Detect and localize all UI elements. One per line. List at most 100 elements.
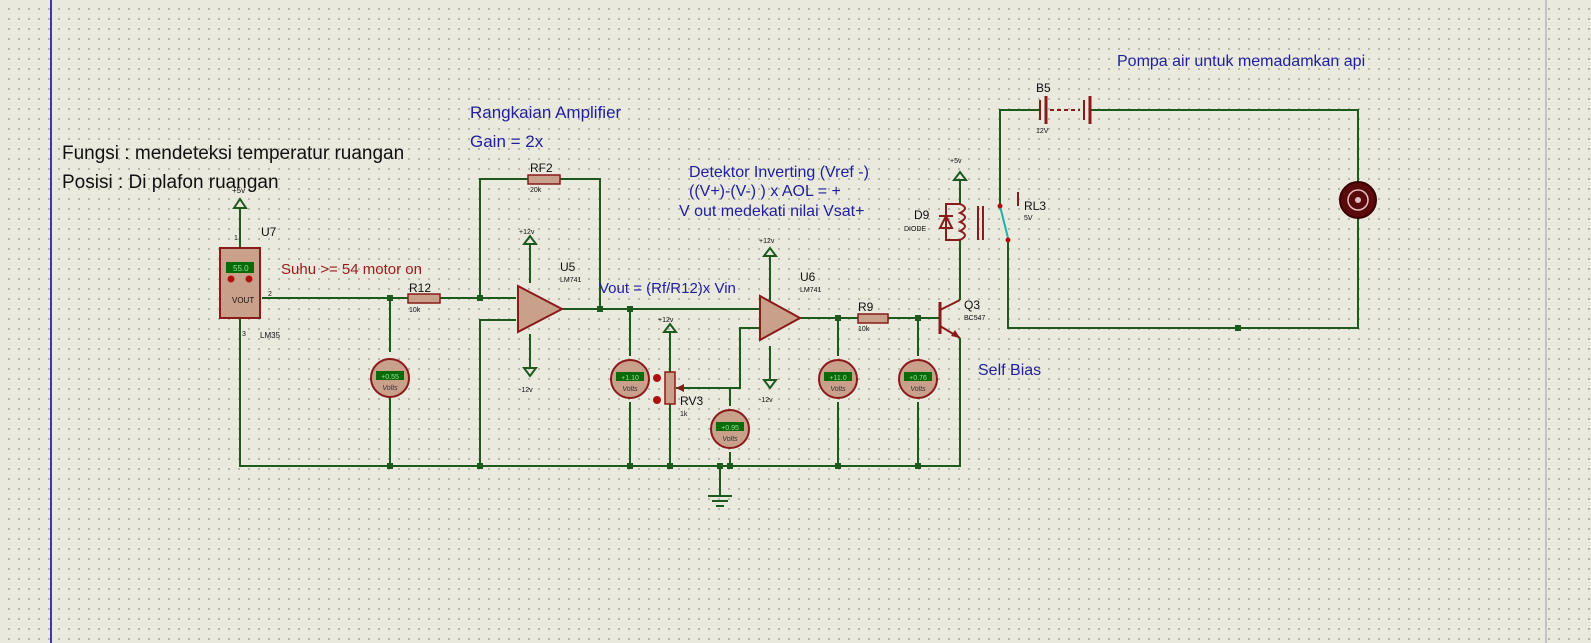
d9-ref-label: D9 xyxy=(914,208,930,222)
u5-ref-label: U5 xyxy=(560,260,576,274)
d9-supply-arrow-icon xyxy=(952,170,968,181)
rv3-down-button-icon xyxy=(653,396,661,404)
u6-part-label: LM741 xyxy=(800,287,822,294)
u5-vpos-label: +12v xyxy=(519,229,535,236)
resistor-r9[interactable] xyxy=(857,313,889,324)
rv3-ref-label: RV3 xyxy=(680,394,703,408)
voltmeter-2-unit: Volts xyxy=(622,386,638,393)
voltmeter-4-reading: +11.0 xyxy=(829,375,846,382)
u6-ref-label: U6 xyxy=(800,270,816,284)
u7-button-right-icon xyxy=(245,275,253,283)
u6-vpos-label: +12v xyxy=(759,238,775,245)
b5-ref-label: B5 xyxy=(1036,81,1051,95)
pump-motor-icon[interactable] xyxy=(1339,181,1377,219)
rv3-supply-label: +12v xyxy=(658,317,674,324)
u5-vpos-arrow-icon xyxy=(522,234,538,245)
u5-vneg-arrow-icon xyxy=(522,367,538,378)
rv3-supply-arrow-icon xyxy=(662,322,678,333)
voltmeter-4-unit: Volts xyxy=(830,386,846,393)
r9-value-label: 10k xyxy=(858,326,870,333)
wire-feedback-right xyxy=(560,178,601,309)
d9-leads xyxy=(945,203,960,241)
wire-rv3-wiper-u6 xyxy=(676,327,760,389)
voltmeter-5-reading: +0.76 xyxy=(909,375,927,382)
wire-battery-left xyxy=(999,109,1040,204)
transistor-q3[interactable] xyxy=(938,299,961,339)
voltmeter-5-display xyxy=(904,372,932,381)
rl3-contact-common-icon xyxy=(997,203,1003,209)
voltmeter-1-unit: Volts xyxy=(382,385,398,392)
u7-pin-label: VOUT xyxy=(232,296,254,305)
rf2-ref-label: RF2 xyxy=(530,161,553,175)
voltmeter-2[interactable] xyxy=(610,359,650,399)
voltmeter-1[interactable] xyxy=(370,358,410,398)
u7-supply-arrow-icon xyxy=(232,197,248,209)
rf2-value-label: 20k xyxy=(530,187,542,194)
junction-dots xyxy=(387,295,1241,469)
self-bias-note: Self Bias xyxy=(978,362,1041,379)
wire-feedback-left xyxy=(479,178,528,298)
r12-ref-label: R12 xyxy=(409,281,431,295)
rv3-wiper-icon xyxy=(676,384,684,392)
rl3-ref-label: RL3 xyxy=(1024,199,1046,213)
q3-part-label: BC547 xyxy=(964,315,986,322)
wire-battery-right xyxy=(1090,109,1359,182)
voltmeter-4[interactable] xyxy=(818,359,858,399)
temperature-threshold-note: Suhu >= 54 motor on xyxy=(281,261,422,278)
ground-icon xyxy=(708,495,732,507)
wire-ground-bus xyxy=(239,316,961,467)
u7-display xyxy=(226,262,254,273)
rl3-coil xyxy=(957,203,966,241)
position-note: Posisi : Di plafon ruangan xyxy=(62,172,279,193)
voltmeter-3[interactable] xyxy=(710,409,750,449)
voltmeter-2-reading: +1.10 xyxy=(621,375,639,382)
r9-ref-label: R9 xyxy=(858,300,874,314)
q3-emitter-arrow-icon xyxy=(951,330,960,338)
u6-triangle xyxy=(759,294,803,342)
sensor-u7[interactable] xyxy=(219,197,261,319)
potentiometer-rv3[interactable] xyxy=(653,322,684,405)
rv3-up-button-icon xyxy=(653,374,661,382)
r12-value-label: 10k xyxy=(409,307,421,314)
diode-d9[interactable] xyxy=(938,170,968,241)
wire-u5-plus-gnd xyxy=(479,319,516,466)
voltmeter-1-reading: +0.55 xyxy=(381,374,399,381)
wire-motor-return xyxy=(1007,218,1359,329)
u7-pin1: 1 xyxy=(234,235,238,242)
voltmeter-5[interactable] xyxy=(898,359,938,399)
detector-note-line1: Detektor Inverting (Vref -) xyxy=(689,164,869,181)
b5-value-label: 12V xyxy=(1036,128,1049,135)
u7-part-label: LM35 xyxy=(260,331,281,340)
rl3-value-label: 5V xyxy=(1024,215,1033,222)
u7-button-left-icon xyxy=(227,275,235,283)
function-note: Fungsi : mendeteksi temperatur ruangan xyxy=(62,143,404,164)
detector-note-line2: ((V+)-(V-) ) x AOL = + xyxy=(689,183,841,200)
amplifier-gain: Gain = 2x xyxy=(470,132,544,151)
voltmeter-2-display xyxy=(616,372,644,381)
u5-triangle xyxy=(517,284,565,334)
voltmeter-3-reading: +0.95 xyxy=(721,425,739,432)
u7-body xyxy=(219,247,261,319)
battery-b5[interactable] xyxy=(1039,96,1092,124)
d9-triangle xyxy=(938,213,954,229)
u6-vneg-label: -12v xyxy=(759,397,773,404)
voltmeter-1-display xyxy=(376,371,404,380)
u6-vneg-arrow-icon xyxy=(762,379,778,390)
relay-rl3[interactable] xyxy=(957,192,1019,243)
u6-vpos-arrow-icon xyxy=(762,246,778,257)
rl3-switch-arm xyxy=(999,205,1009,239)
resistor-r12[interactable] xyxy=(407,293,441,304)
d9-part-label: DIODE xyxy=(904,226,927,233)
rv3-value-label: 1k xyxy=(680,411,688,418)
u7-pin3: 3 xyxy=(242,331,246,338)
d9-supply-label: +5v xyxy=(950,158,962,165)
u5-vneg-label: -12v xyxy=(519,387,533,394)
u7-pin2: 2 xyxy=(268,291,272,298)
pump-title: Pompa air untuk memadamkan api xyxy=(1117,53,1365,70)
opamp-u5[interactable] xyxy=(517,234,565,378)
resistor-rf2[interactable] xyxy=(527,174,561,185)
opamp-u6[interactable] xyxy=(759,246,803,390)
u5-part-label: LM741 xyxy=(560,277,582,284)
detector-note-line3: V out medekati nilai Vsat+ xyxy=(679,203,864,220)
